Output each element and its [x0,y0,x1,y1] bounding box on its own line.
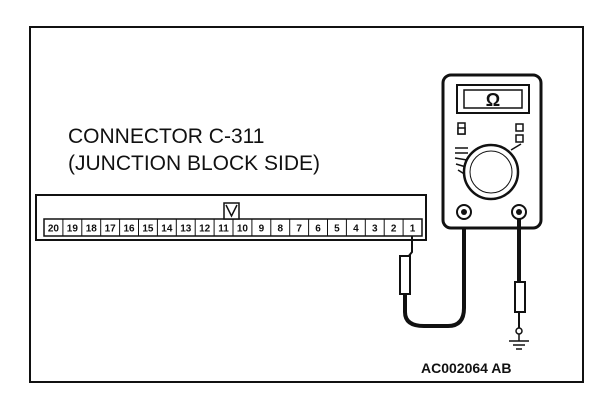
pin-label: 1 [410,224,416,235]
range-indicator-lower [457,127,466,135]
connector-subtitle: (JUNCTION BLOCK SIDE) [68,152,320,175]
ground-icon [509,340,529,350]
diagram-frame [29,26,584,383]
pin-label: 7 [296,224,302,235]
meter-display-window [463,89,523,109]
pin-label: 14 [161,224,173,235]
ground-probe-handle [514,281,526,313]
pin-label: 9 [259,224,265,235]
connector-title: CONNECTOR C-311 [68,125,264,148]
pin-label: 16 [123,224,135,235]
ohmmeter: Ω [441,73,543,230]
lock-tab-arrow [225,204,238,218]
mode-indicator-2 [515,134,524,143]
pin-label: 11 [218,224,229,235]
pin-label: 10 [237,224,249,235]
pin-label: 6 [315,224,321,235]
pin-label: 20 [48,224,60,235]
figure-code: AC002064 AB [421,360,512,376]
pin-label: 17 [105,224,117,235]
pin-label: 8 [277,224,283,235]
connector-c311: 20 19 18 17 16 15 14 13 12 11 10 9 8 7 6 5 4 3 2 1 [35,194,427,241]
pin-label: 3 [372,224,378,235]
probe-handle [399,255,411,295]
probe-wire [403,212,466,328]
pin-label: 18 [86,224,98,235]
mode-indicator [515,123,524,132]
positive-lead [399,212,466,328]
pin-label: 2 [391,224,397,235]
pin-label: 5 [334,224,340,235]
pin-label: 13 [180,224,192,235]
pin-label: 15 [142,224,154,235]
pin-label: 4 [353,224,359,235]
selector-dial-inner [469,150,513,194]
pin-label: 19 [67,224,79,235]
pin-label: 12 [199,224,211,235]
pin-cells: 20 19 18 17 16 15 14 13 12 11 10 9 8 7 6 5 4 3 2 1 [48,219,416,236]
ground-lead [509,219,529,350]
ohm-symbol: Ω [486,90,500,110]
